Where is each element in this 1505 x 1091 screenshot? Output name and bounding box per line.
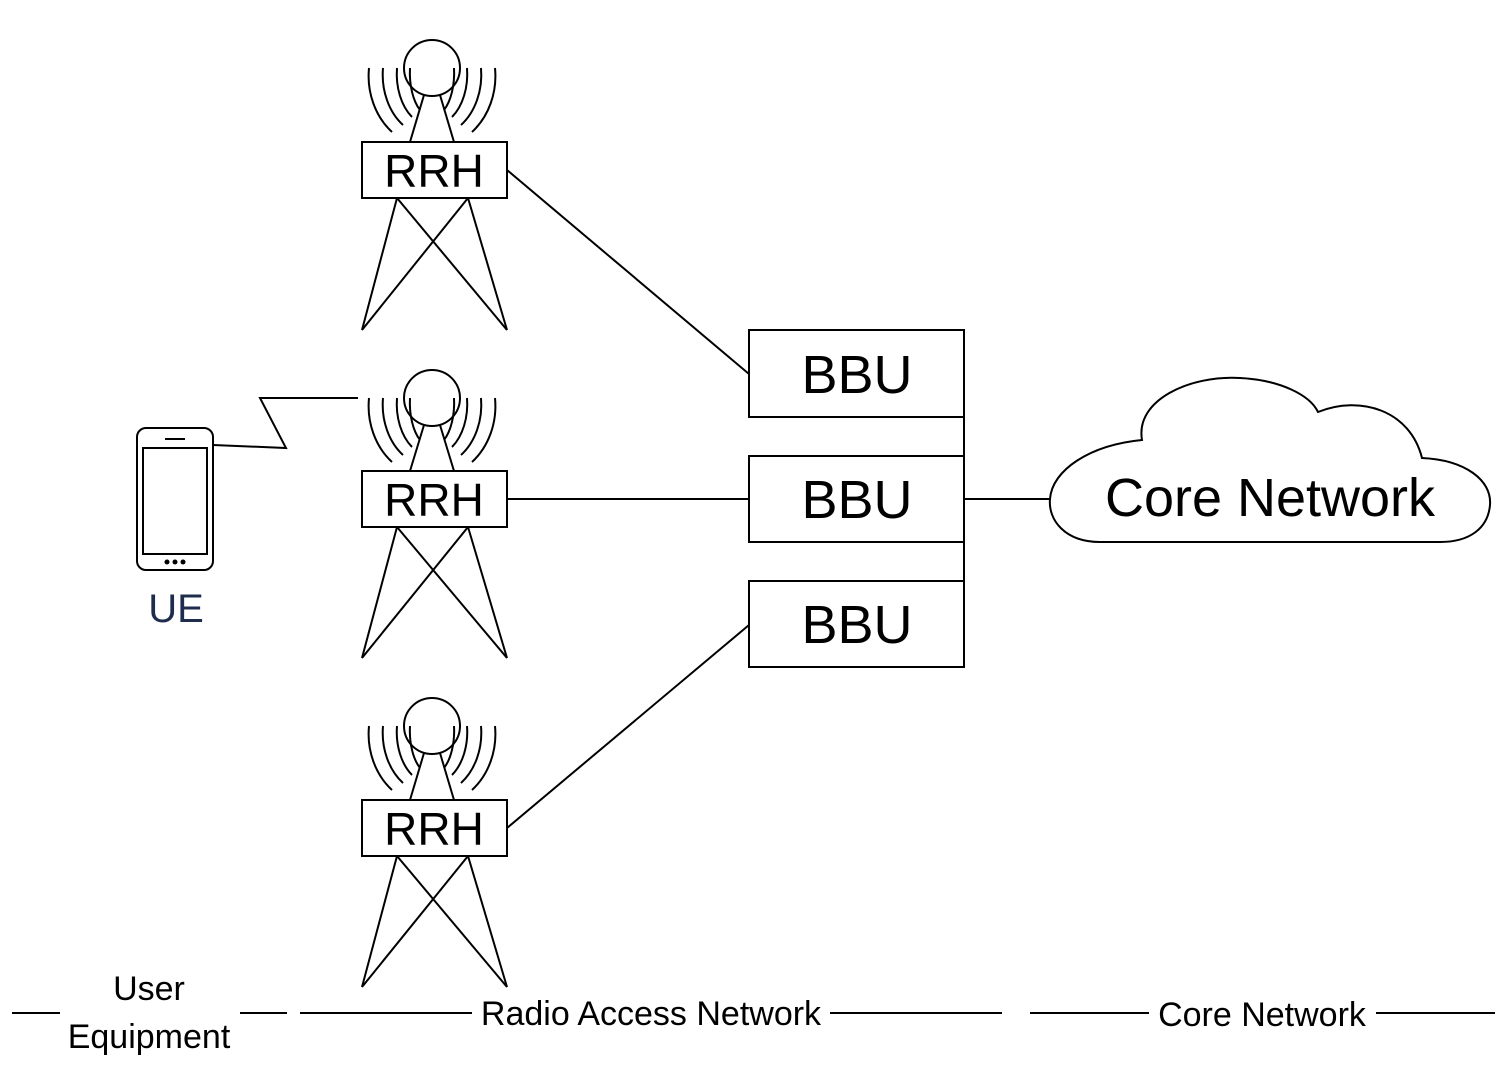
- bbu-box-2: [748, 455, 965, 543]
- core-network-cloud: Core Network: [1048, 376, 1492, 543]
- rrh-box-2: [361, 470, 508, 528]
- bbu-box-3: [748, 580, 965, 668]
- core-network-cloud-label: Core Network: [1105, 468, 1436, 528]
- bbu-label-3: BBU: [801, 595, 912, 655]
- user-equipment: UE: [136, 427, 214, 631]
- fronthaul-link-1: [506, 169, 750, 375]
- smartphone-icon: [136, 427, 214, 571]
- bbu-box-1: [748, 329, 965, 418]
- rrh-tower-1: RRH: [361, 39, 508, 331]
- rrh-label-1: RRH: [384, 145, 484, 197]
- ue-label: UE: [148, 587, 204, 631]
- rrh-box-1: [361, 141, 508, 199]
- section-legend: User Equipment Radio Access Network Core…: [12, 970, 1495, 1056]
- bbu-pool: BBU BBU BBU: [748, 329, 965, 668]
- section-label-equipment: Equipment: [68, 1018, 231, 1056]
- bbu-label-1: BBU: [801, 345, 912, 405]
- antenna-tower-icon: [361, 697, 508, 988]
- wireless-link: [212, 397, 358, 450]
- rrh-label-2: RRH: [384, 474, 484, 526]
- section-label-core: Core Network: [1158, 996, 1367, 1034]
- section-label-user: User: [113, 970, 185, 1008]
- antenna-tower-icon: [361, 369, 508, 659]
- rrh-tower-2: RRH: [361, 369, 508, 659]
- antenna-tower-icon: [361, 39, 508, 331]
- rrh-tower-3: RRH: [361, 697, 508, 988]
- cloud-icon: [1048, 376, 1492, 543]
- rrh-label-3: RRH: [384, 803, 484, 855]
- section-label-ran: Radio Access Network: [481, 995, 822, 1033]
- bbu-label-2: BBU: [801, 470, 912, 530]
- fronthaul-link-3: [506, 624, 750, 829]
